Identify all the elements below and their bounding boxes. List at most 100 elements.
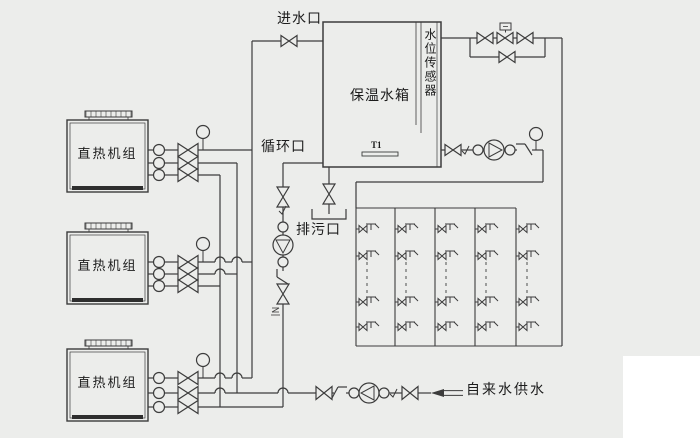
- riser-continuation-dashes: [366, 262, 528, 298]
- shutoff-valve-icon: [177, 167, 199, 183]
- faucet-icon: [394, 321, 419, 332]
- flex-joint-icon: [277, 221, 289, 233]
- port-union-icon: [152, 386, 166, 400]
- water-level-sensor-label: 水位传感器: [423, 28, 437, 98]
- faucet-icon: [394, 296, 419, 307]
- unit-1-piping: [164, 124, 252, 183]
- port-union-icon: [152, 156, 166, 170]
- shutoff-valve-icon: [315, 385, 333, 401]
- motor-valve-icon: [496, 31, 514, 45]
- pipe-crossover: [231, 256, 243, 263]
- shutoff-valve-icon: [177, 399, 199, 415]
- port-union-icon: [152, 255, 166, 269]
- drain-cock-icon: [271, 307, 280, 316]
- faucet-icon: [394, 250, 419, 261]
- circulation-port-label: 循环口: [261, 140, 306, 155]
- pipe-crossover: [214, 372, 226, 379]
- flex-joint-icon: [504, 144, 516, 156]
- faucet-icon: [474, 223, 499, 234]
- flex-joint-icon: [277, 256, 289, 268]
- check-valve-icon: [461, 145, 470, 155]
- faucet-icon: [355, 250, 380, 261]
- port-union-icon: [152, 267, 166, 281]
- tap-water-train: [315, 382, 463, 404]
- faucet-icon: [434, 296, 459, 307]
- pipe-crossover: [231, 372, 243, 379]
- flow-arrow-icon: [431, 389, 444, 397]
- shutoff-valve-icon: [177, 385, 199, 401]
- drain-port-label: 排污口: [296, 223, 341, 238]
- unit-1-label: 直热机组: [77, 146, 138, 161]
- shutoff-valve-icon: [444, 143, 462, 157]
- shutoff-valve-icon: [177, 370, 199, 386]
- faucet-icon: [355, 223, 380, 234]
- flex-joint-icon: [348, 387, 360, 399]
- insulated-tank: [322, 21, 442, 168]
- pump-impeller-icon: [275, 239, 291, 255]
- heat-pump-unit-3: [66, 339, 166, 422]
- faucet-icon: [474, 296, 499, 307]
- hot-outlet-header: [251, 34, 323, 378]
- port-union-icon: [152, 143, 166, 157]
- heat-pump-unit-2: [66, 222, 166, 305]
- port-union-icon: [152, 168, 166, 182]
- flex-joint-icon: [378, 387, 390, 399]
- shutoff-valve-icon: [177, 155, 199, 171]
- faucet-icon: [434, 321, 459, 332]
- faucet-icon: [394, 223, 419, 234]
- shutoff-valve-icon: [275, 283, 291, 305]
- pressure-gauge-icon: [195, 236, 211, 252]
- faucet-icon: [434, 223, 459, 234]
- supply-pump-icon: [483, 139, 505, 161]
- fan-grille-icon: [84, 339, 133, 347]
- port-union-icon: [152, 279, 166, 293]
- tank-pump-train: [355, 126, 544, 208]
- faucet-icon: [355, 321, 380, 332]
- drain-line: [311, 167, 347, 220]
- check-valve-icon: [278, 205, 287, 215]
- shutoff-valve-icon: [177, 266, 199, 282]
- tank-label: 保温水箱: [350, 89, 410, 104]
- inlet-port-label: 进水口: [277, 12, 322, 27]
- fan-grille-icon: [84, 110, 133, 118]
- pipe-crossover: [214, 268, 226, 275]
- faucet-icon: [515, 223, 540, 234]
- pump-impeller-icon: [488, 142, 504, 158]
- temp-probe-icon: [361, 151, 399, 157]
- check-valve-icon: [389, 388, 398, 398]
- unit-2-label: 直热机组: [77, 258, 138, 273]
- white-patch: [623, 356, 700, 438]
- shutoff-valve-icon: [177, 142, 199, 158]
- faucet-icon: [355, 296, 380, 307]
- pump-impeller-icon: [359, 385, 375, 401]
- distribution-grid: [355, 207, 562, 347]
- pipe-crossover: [214, 387, 226, 394]
- unit-3-piping: [164, 352, 316, 415]
- pipe-crossover: [214, 256, 226, 263]
- heat-pump-unit-1: [66, 110, 166, 193]
- circulation-line: [271, 162, 323, 407]
- drain-funnel-icon: [311, 209, 347, 220]
- faucet-icon: [474, 250, 499, 261]
- temperature-sensor-label: T1: [371, 140, 382, 150]
- shutoff-valve-icon: [177, 278, 199, 294]
- faucet-icon: [434, 250, 459, 261]
- faucet-icon: [515, 250, 540, 261]
- pressure-gauge-icon: [195, 352, 211, 368]
- pressure-gauge-icon: [528, 126, 544, 142]
- fan-grille-icon: [84, 222, 133, 230]
- shutoff-valve-icon: [516, 31, 534, 45]
- inlet-valve-icon: [280, 34, 298, 48]
- shutoff-valve-icon: [476, 31, 494, 45]
- shutoff-valve-icon: [177, 254, 199, 270]
- shutoff-valve-icon: [401, 385, 419, 401]
- faucet-icon: [515, 321, 540, 332]
- tank-top-valve-group: [441, 22, 563, 346]
- tap-water-supply-label: 自来水供水: [466, 383, 546, 398]
- faucet-icon: [515, 296, 540, 307]
- unit-3-label: 直热机组: [77, 375, 138, 390]
- flex-joint-icon: [472, 144, 484, 156]
- faucet-icon: [474, 321, 499, 332]
- drain-valve-icon: [321, 183, 337, 205]
